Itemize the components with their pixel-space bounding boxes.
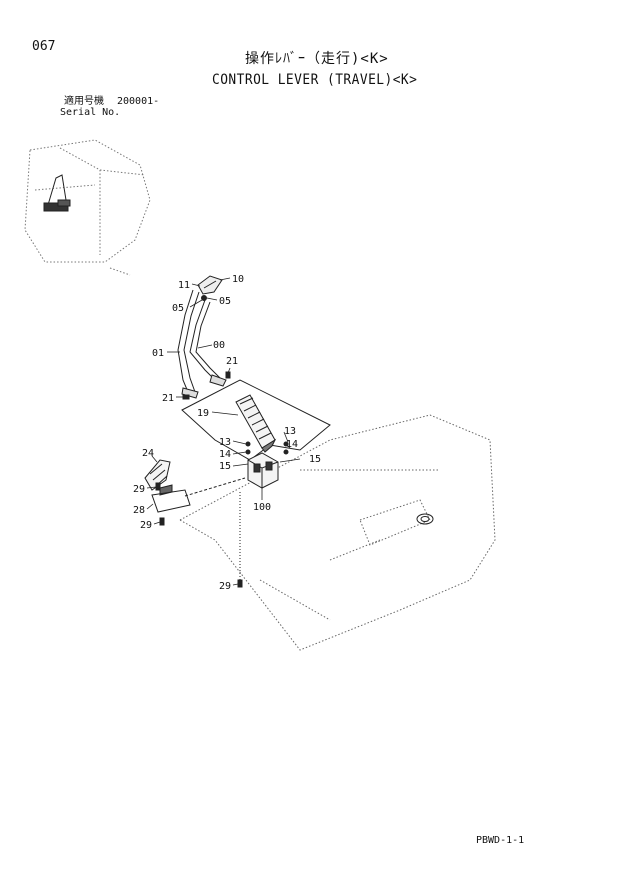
bolts <box>155 371 243 588</box>
leader-lines <box>146 277 301 586</box>
floor-fitting <box>416 513 434 525</box>
callout-100: 100 <box>253 502 271 513</box>
title-japanese: 操作ﾚﾊﾞｰ（走行)<K> <box>245 51 389 67</box>
cab-lever-highlight <box>43 174 71 212</box>
callout-15-left: 15 <box>219 461 231 472</box>
bushing-05 <box>201 295 207 301</box>
serial-value: 200001- <box>117 96 160 107</box>
callout-00: 00 <box>213 340 225 351</box>
callout-13-left: 13 <box>219 437 231 448</box>
serial-label-english: Serial No. <box>60 107 121 118</box>
callout-15-right: 15 <box>309 454 321 465</box>
callout-28: 28 <box>133 505 145 516</box>
callout-29-bracket: 29 <box>140 520 152 531</box>
callout-24: 24 <box>142 448 154 459</box>
pedal-base-plate <box>181 379 331 461</box>
pilot-valve-100 <box>247 452 279 489</box>
callout-21-upper: 21 <box>226 356 238 367</box>
connecting-hose <box>184 477 246 497</box>
travel-lever-rod <box>177 289 227 399</box>
travel-pedal-19 <box>235 394 277 453</box>
callout-01: 01 <box>152 348 164 359</box>
title-english: CONTROL LEVER (TRAVEL)<K> <box>212 72 418 88</box>
callout-11: 11 <box>178 280 190 291</box>
bracket-28 <box>151 489 191 513</box>
callout-labels: 11 10 05 05 01 00 21 21 19 13 14 15 13 1… <box>133 274 321 592</box>
callout-29-left: 29 <box>133 484 145 495</box>
callout-29-floor: 29 <box>219 581 231 592</box>
callout-05-right: 05 <box>219 296 231 307</box>
callout-14-left: 14 <box>219 449 231 460</box>
callout-10: 10 <box>232 274 244 285</box>
footer-code: PBWD-1-1 <box>476 835 525 846</box>
callout-05-left: 05 <box>172 303 184 314</box>
callout-21-lower: 21 <box>162 393 174 404</box>
lever-grip <box>197 275 223 295</box>
cab-locator-thumbnail <box>24 139 151 276</box>
callout-19: 19 <box>197 408 209 419</box>
callout-14-right: 14 <box>286 439 298 450</box>
serial-label-japanese: 適用号機 <box>64 96 104 107</box>
callout-13-right: 13 <box>284 426 296 437</box>
floor-plate <box>178 414 496 651</box>
page-number: 067 <box>32 39 56 54</box>
